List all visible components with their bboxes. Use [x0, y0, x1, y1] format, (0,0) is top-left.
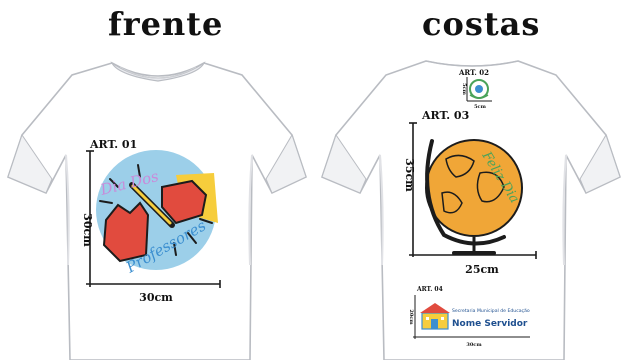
back-tshirt: ART. 02 5cm 5cm Feliz Dia ART. 03 35cm 2… — [321, 60, 621, 360]
art-04-dimension-guides — [413, 295, 530, 339]
front-tshirt: Dia Dos Professores ART. 01 30cm 30cm — [7, 61, 307, 360]
art-04-school-icon — [420, 303, 450, 330]
art-03-width-label: 25cm — [465, 263, 499, 276]
front-view-title: frente — [108, 5, 224, 43]
back-view-title: costas — [422, 5, 541, 43]
art-02-label: ART. 02 — [458, 68, 489, 77]
art-02-seal — [469, 79, 489, 99]
art-02-dimension-guides — [466, 77, 492, 102]
front-width-label: 30cm — [139, 291, 173, 304]
art-02-width-label: 5cm — [474, 104, 487, 110]
art-03-height-label: 35cm — [403, 158, 416, 192]
art-04-width-label: 30cm — [466, 342, 482, 348]
front-dimension-guides — [86, 150, 221, 288]
art-01-artwork: Dia Dos Professores — [96, 150, 218, 277]
art-04-label: ART. 04 — [416, 286, 443, 293]
art-04-height-label: 20cm — [408, 309, 414, 325]
art-04-org-text: Secretaria Municipal de Educação — [452, 308, 530, 314]
art-03-globe: Feliz Dia — [425, 139, 523, 255]
art-03-label: ART. 03 — [421, 109, 469, 122]
art-01-label: ART. 01 — [89, 138, 137, 151]
art-04-name-text: Nome Servidor — [452, 319, 528, 329]
front-height-label: 30cm — [81, 213, 94, 247]
art-03-dimension-guides — [409, 122, 537, 259]
art-02-height-label: 5cm — [461, 83, 467, 96]
